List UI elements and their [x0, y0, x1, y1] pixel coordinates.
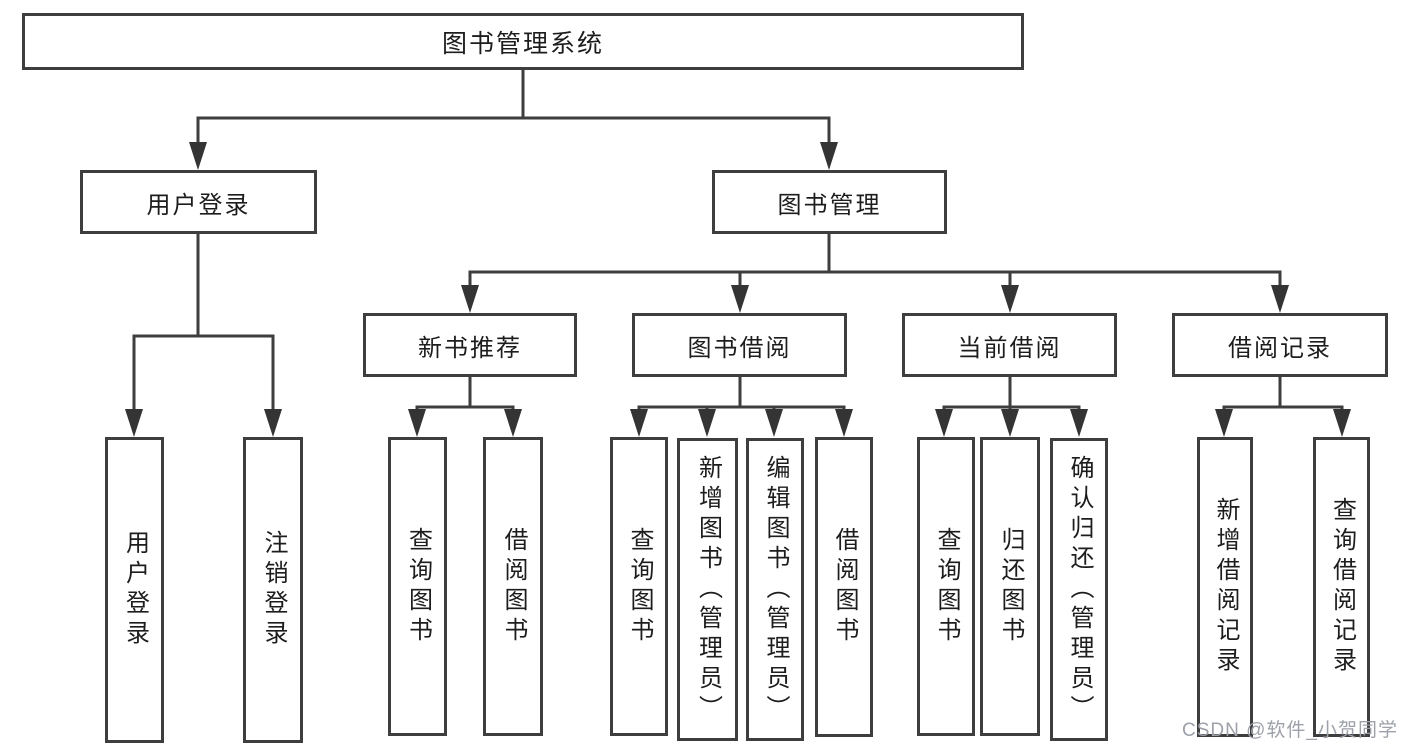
arrow-down-icon: [698, 409, 716, 437]
leaf-cb-return-books: 归还图书: [980, 437, 1040, 736]
leaf-cb-query-books: 查询图书: [917, 437, 975, 736]
node-book-borrow: 图书借阅: [632, 313, 847, 377]
arrow-down-icon: [630, 409, 648, 437]
arrow-down-icon: [1215, 409, 1233, 437]
arrow-down-icon: [264, 409, 282, 437]
connector-new-books-to-children: [408, 377, 522, 437]
arrow-down-icon: [1070, 409, 1088, 437]
arrow-down-icon: [820, 142, 838, 170]
arrow-down-icon: [1001, 409, 1019, 437]
arrow-down-icon: [189, 142, 207, 170]
arrow-down-icon: [125, 409, 143, 437]
leaf-br-add-record: 新增借阅记录: [1197, 437, 1253, 737]
csdn-watermark: CSDN @软件_小贺同学: [1182, 720, 1398, 741]
connector-book-mgmt-to-level3: [461, 234, 1289, 313]
arrow-down-icon: [935, 409, 953, 437]
arrow-down-icon: [1333, 409, 1351, 437]
arrow-down-icon: [731, 285, 749, 313]
arrow-down-icon: [765, 409, 783, 437]
node-borrow-records: 借阅记录: [1172, 313, 1388, 377]
connector-borrow-records-to-children: [1215, 377, 1351, 437]
arrow-down-icon: [408, 409, 426, 437]
leaf-user-login: 用户登录: [105, 437, 164, 743]
arrow-down-icon: [461, 285, 479, 313]
connector-book-borrow-to-children: [630, 377, 853, 437]
arrow-down-icon: [1271, 285, 1289, 313]
connector-root-to-level2: [189, 70, 838, 170]
leaf-cb-confirm-return-admin: 确认归还（管理员）: [1050, 438, 1108, 741]
node-book-management: 图书管理: [712, 170, 947, 234]
connector-current-borrow-to-children: [935, 377, 1088, 437]
leaf-bb-borrow-books: 借阅图书: [815, 437, 873, 737]
node-user-login: 用户登录: [80, 170, 317, 234]
arrow-down-icon: [835, 409, 853, 437]
arrow-down-icon: [504, 409, 522, 437]
connector-user-login-to-children: [125, 234, 282, 437]
leaf-bb-query-books: 查询图书: [610, 437, 668, 736]
leaf-br-query-record: 查询借阅记录: [1313, 437, 1370, 737]
leaf-bb-add-books-admin: 新增图书（管理员）: [677, 438, 738, 741]
node-title: 图书管理系统: [22, 13, 1024, 70]
leaf-bb-edit-books-admin: 编辑图书（管理员）: [746, 438, 804, 741]
leaf-nb-borrow-books: 借阅图书: [483, 437, 543, 736]
node-new-book-recommend: 新书推荐: [363, 313, 577, 377]
leaf-nb-query-books: 查询图书: [388, 437, 447, 736]
node-current-borrow: 当前借阅: [902, 313, 1117, 377]
leaf-logout: 注销登录: [243, 437, 303, 743]
arrow-down-icon: [1001, 285, 1019, 313]
